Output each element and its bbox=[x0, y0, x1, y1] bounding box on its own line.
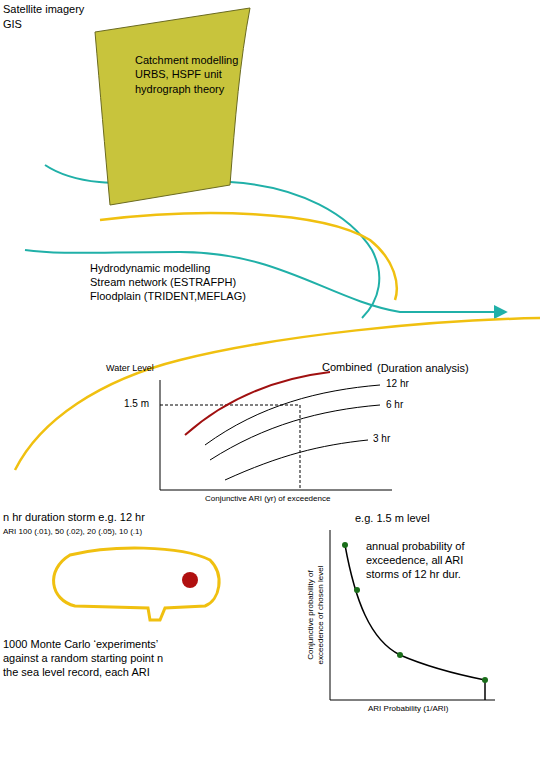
curve-label: Combined bbox=[322, 361, 372, 375]
sample-dot bbox=[397, 652, 403, 658]
storm-note: n hr duration storm e.g. 12 hr bbox=[3, 511, 145, 525]
catchment-shape bbox=[90, 5, 275, 210]
duration-curve bbox=[205, 385, 380, 445]
duration-curve bbox=[210, 405, 380, 460]
curve-label: 3 hr bbox=[373, 433, 390, 446]
axis-title: Conjunctive ARI (yr) of exceedence bbox=[205, 494, 330, 504]
duration-curve bbox=[225, 440, 368, 480]
caption-text: GIS bbox=[3, 18, 22, 32]
chart-axes bbox=[160, 380, 392, 490]
curve-label: 6 hr bbox=[386, 399, 403, 412]
catchment-fill bbox=[95, 8, 250, 205]
model-note: Hydrodynamic modelling Stream network (E… bbox=[90, 262, 248, 303]
level-label: 1.5 m bbox=[124, 398, 149, 411]
axis-title: Water Level bbox=[106, 363, 154, 374]
curve-label: 12 hr bbox=[386, 378, 409, 391]
sample-dot bbox=[482, 677, 488, 683]
chart-note: annual probability of exceedence, all AR… bbox=[366, 540, 480, 581]
chart-note: (Duration analysis) bbox=[377, 362, 469, 376]
axis-title: Conjunctive probability of exceedence of… bbox=[306, 555, 326, 675]
axis-title: ARI Probability (1/ARI) bbox=[368, 704, 448, 714]
sample-dot bbox=[354, 587, 360, 593]
combined-curve bbox=[185, 372, 330, 435]
caption-text: Satellite imagery bbox=[3, 3, 84, 17]
chart-axes bbox=[330, 530, 495, 700]
sample-dot bbox=[342, 542, 348, 548]
bay-outline bbox=[54, 548, 219, 620]
stream-line bbox=[25, 250, 505, 312]
coastline bbox=[15, 318, 540, 470]
method-note: 1000 Monte Carlo ‘experiments’ against a… bbox=[3, 638, 181, 679]
storm-dot bbox=[182, 572, 198, 588]
node-text: Catchment modelling URBS, HSPF unit hydr… bbox=[135, 53, 255, 96]
storm-note: ARI 100 (.01), 50 (.02), 20 (.05), 10 (.… bbox=[3, 527, 142, 537]
level-note: e.g. 1.5 m level bbox=[355, 512, 430, 526]
catchment-area: Catchment modelling URBS, HSPF unit hydr… bbox=[90, 5, 275, 210]
